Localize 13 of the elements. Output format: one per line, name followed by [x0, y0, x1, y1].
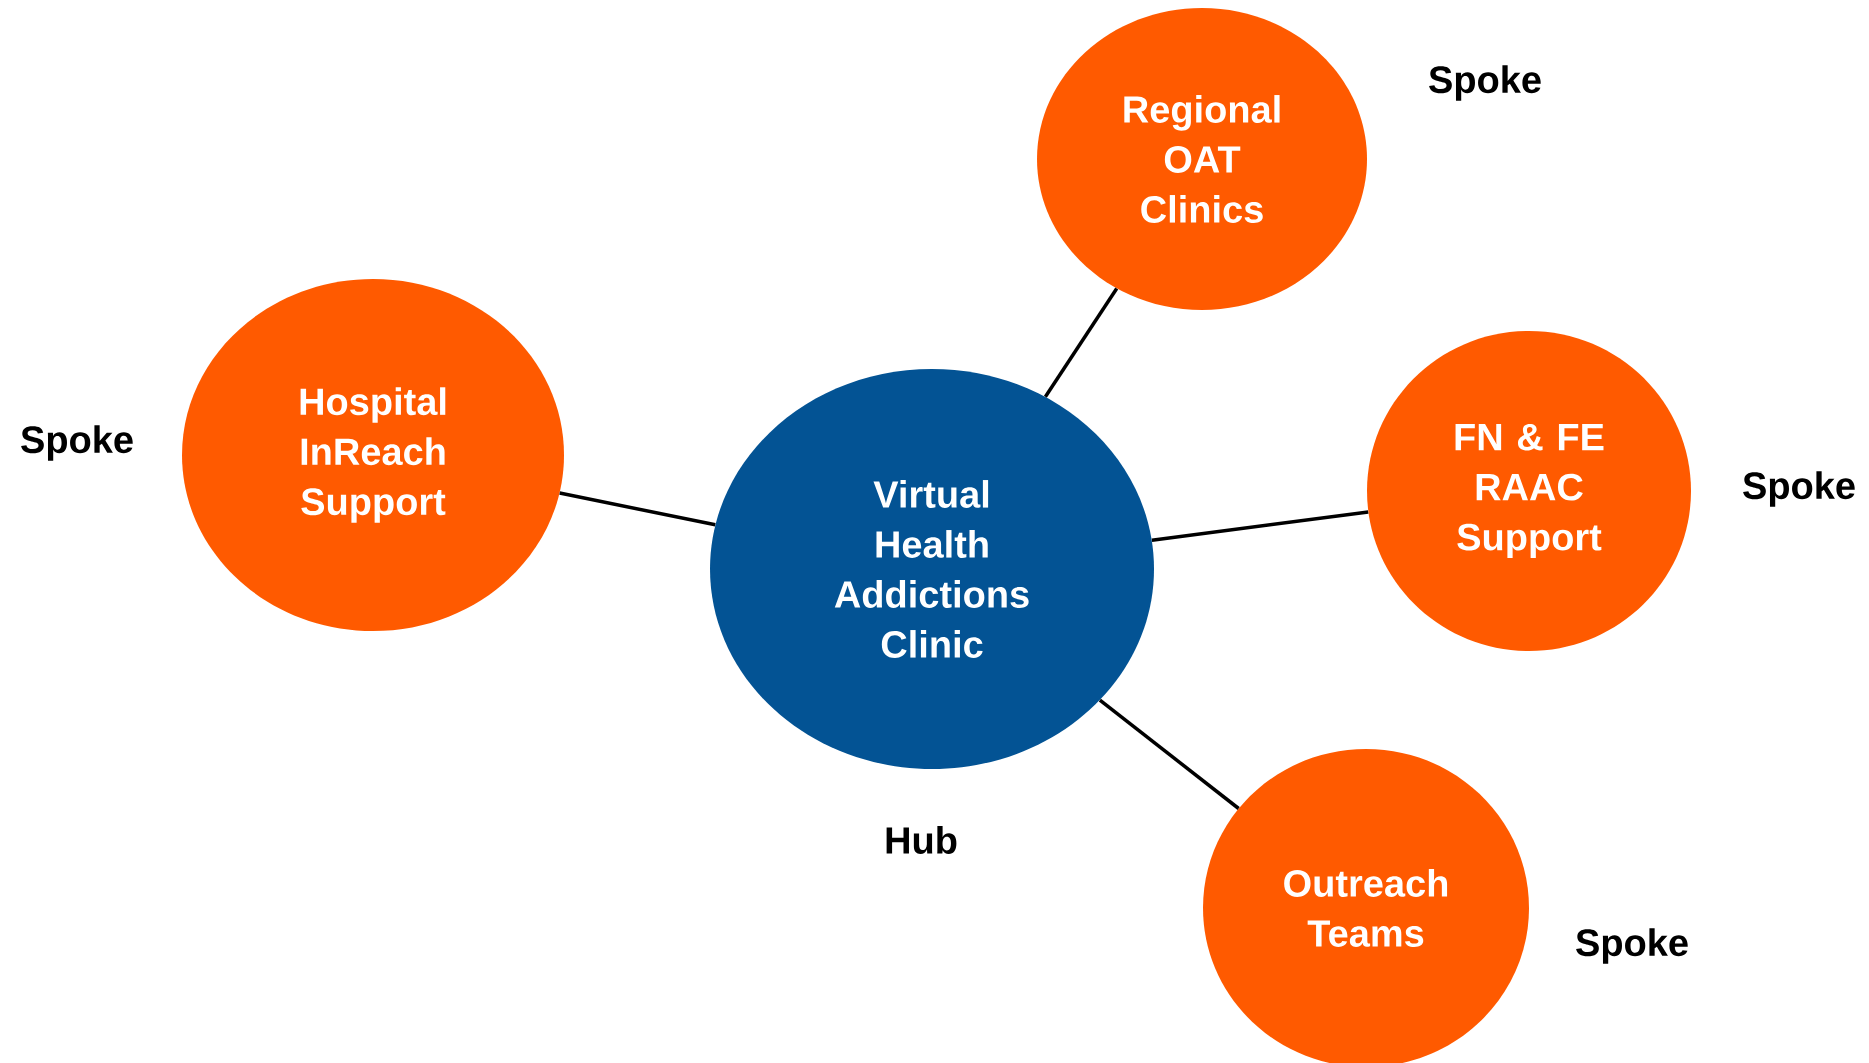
- side-label: Spoke: [1743, 471, 1855, 507]
- connector-line: [1098, 698, 1240, 810]
- side-label: Spoke: [1576, 928, 1688, 964]
- circle-node: Virtual Health Addictions Clinic: [710, 369, 1154, 769]
- circle-node: Hospital InReach Support: [182, 279, 564, 631]
- side-label: Hub: [886, 826, 957, 854]
- connector-line: [559, 491, 716, 527]
- side-label: Spoke: [1429, 65, 1541, 101]
- side-label: Spoke: [21, 425, 133, 461]
- connector-line: [1043, 287, 1119, 398]
- circle-node: Regional OAT Clinics: [1037, 8, 1367, 310]
- circle-node: FN & FE RAAC Support: [1367, 331, 1691, 651]
- connector-line: [1151, 510, 1369, 542]
